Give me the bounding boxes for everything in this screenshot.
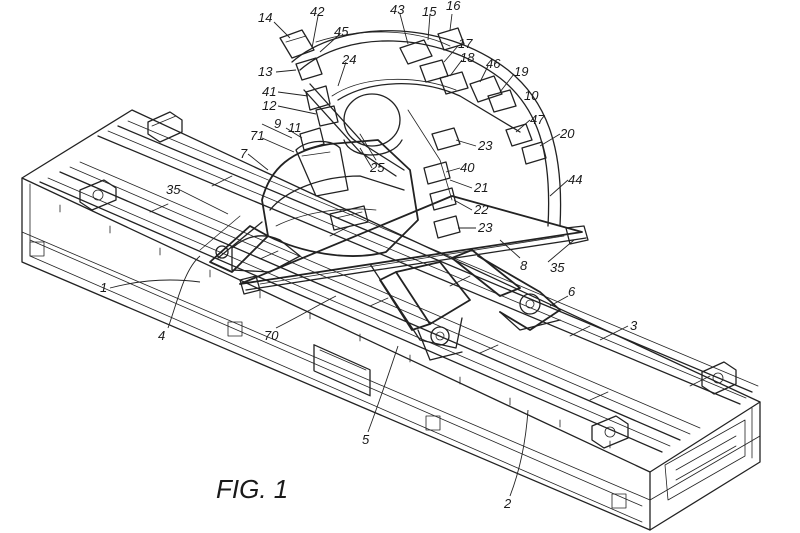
leader-lines xyxy=(109,13,629,497)
figure-caption: FIG. 1 xyxy=(216,474,288,504)
cockpit-cabin xyxy=(231,93,419,273)
base-frame xyxy=(21,109,761,531)
ref-16: 16 xyxy=(446,0,461,13)
ref-42: 42 xyxy=(310,4,325,19)
ref-41: 41 xyxy=(262,84,276,99)
rail-carriages xyxy=(79,111,737,449)
ref-23-upper: 23 xyxy=(477,138,493,153)
ref-35-left: 35 xyxy=(166,182,181,197)
ref-19: 19 xyxy=(514,64,528,79)
ref-45: 45 xyxy=(334,24,349,39)
ref-43: 43 xyxy=(390,2,405,17)
ref-47: 47 xyxy=(530,112,545,127)
sensor-units xyxy=(279,27,547,239)
ref-40: 40 xyxy=(460,160,475,175)
ref-44: 44 xyxy=(568,172,582,187)
ref-7: 7 xyxy=(240,146,248,161)
ref-1: 1 xyxy=(100,280,107,295)
ref-20: 20 xyxy=(559,126,575,141)
ref-70: 70 xyxy=(264,328,279,343)
ref-5: 5 xyxy=(362,432,370,447)
ref-2: 2 xyxy=(503,496,512,511)
ref-17: 17 xyxy=(458,36,473,51)
ref-6: 6 xyxy=(568,284,576,299)
ref-46: 46 xyxy=(486,56,501,71)
ref-35-right: 35 xyxy=(550,260,565,275)
platform-triangle xyxy=(239,195,589,295)
leg-right xyxy=(451,249,561,331)
ref-13: 13 xyxy=(258,64,273,79)
ref-3: 3 xyxy=(630,318,638,333)
ref-71: 71 xyxy=(250,128,264,143)
reference-numerals: 14 42 43 15 16 45 17 18 46 19 24 13 10 4… xyxy=(100,0,638,511)
ref-10: 10 xyxy=(524,88,539,103)
ref-24: 24 xyxy=(341,52,356,67)
ref-12: 12 xyxy=(262,98,277,113)
ref-14: 14 xyxy=(258,10,272,25)
ref-21: 21 xyxy=(473,180,488,195)
ref-18: 18 xyxy=(460,50,475,65)
rail-lower xyxy=(39,161,701,453)
dome-arcs xyxy=(291,30,562,227)
ref-11: 11 xyxy=(288,120,302,135)
leg-left xyxy=(199,215,269,273)
ref-8: 8 xyxy=(520,258,528,273)
ref-25: 25 xyxy=(369,160,385,175)
ref-15: 15 xyxy=(422,4,437,19)
ref-22: 22 xyxy=(473,202,489,217)
ref-9: 9 xyxy=(274,116,281,131)
ref-23-lower: 23 xyxy=(477,220,493,235)
leg-center xyxy=(369,261,471,361)
ref-4: 4 xyxy=(158,328,165,343)
